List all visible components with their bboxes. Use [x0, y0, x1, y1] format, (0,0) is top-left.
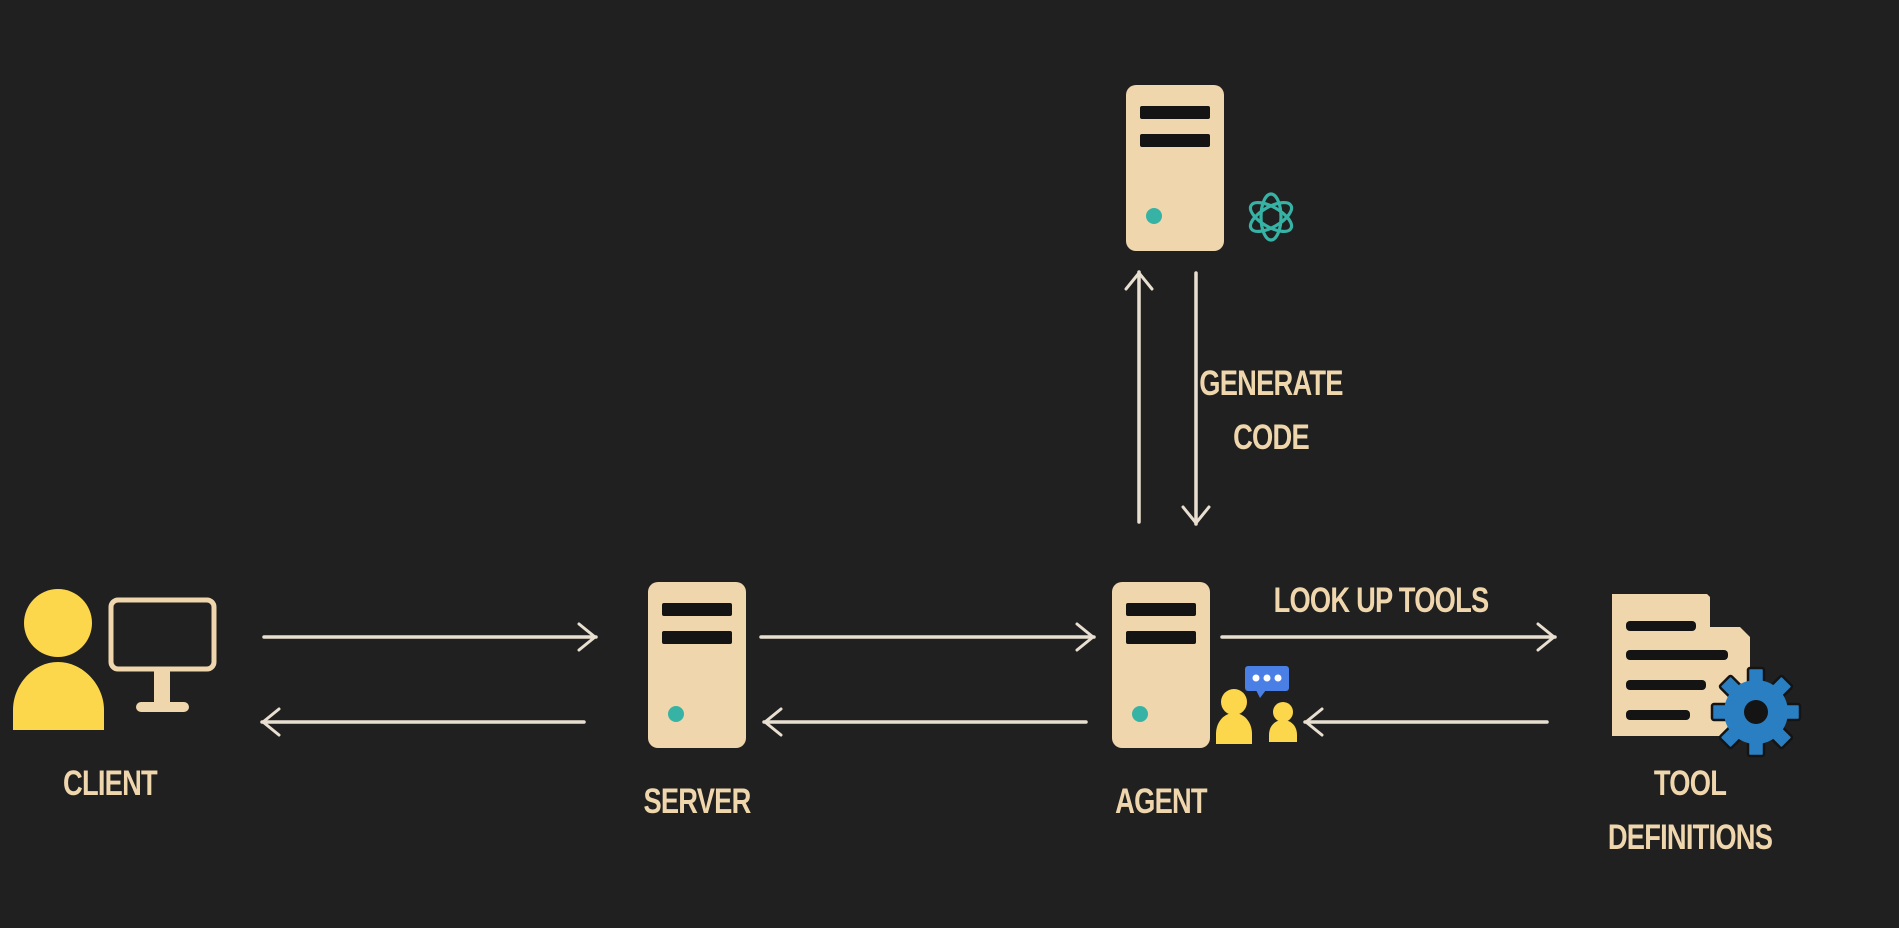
- server-icon: [648, 582, 746, 748]
- person-icon: [13, 589, 104, 730]
- monitor-icon: [108, 597, 217, 712]
- agent-server-icon: [1112, 582, 1210, 748]
- people-chat-icon: [1216, 666, 1297, 744]
- document-icon: [1612, 594, 1750, 736]
- server-label: SERVER: [643, 782, 751, 821]
- llm-server-icon: [1126, 85, 1224, 251]
- generate-label-line1: GENERATE: [1199, 364, 1343, 403]
- lookup-label: LOOK UP TOOLS: [1273, 581, 1490, 620]
- generate-label-line2: CODE: [1233, 418, 1310, 457]
- client-label: CLIENT: [63, 764, 158, 803]
- tool-label-line2: DEFINITIONS: [1607, 818, 1773, 857]
- arrows: [260, 270, 1557, 737]
- agent-label: AGENT: [1115, 782, 1207, 821]
- tool-label-line1: TOOL: [1653, 764, 1727, 803]
- openai-logo-icon: [1248, 192, 1294, 242]
- gear-icon: [1710, 666, 1802, 758]
